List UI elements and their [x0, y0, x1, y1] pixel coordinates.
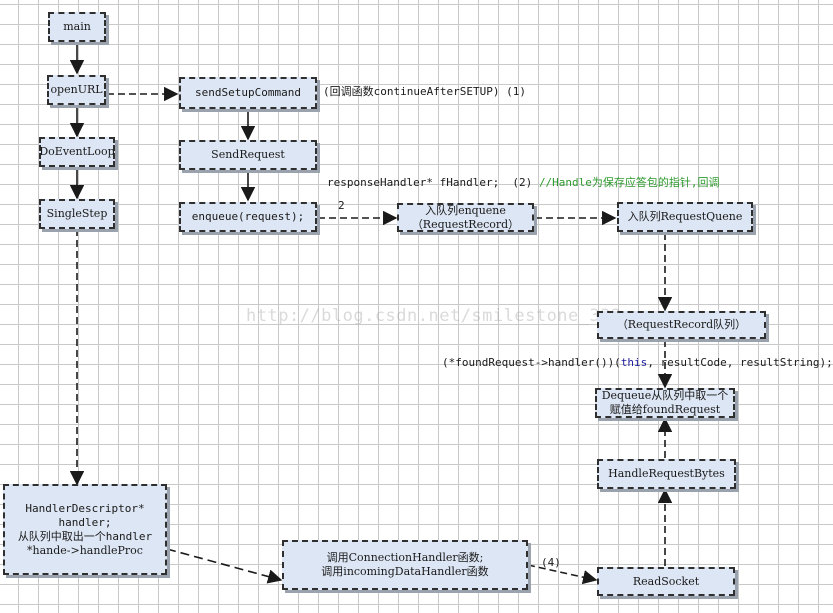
arrow-handler-to-connection — [166, 548, 283, 584]
singlestep-label: SingleStep — [46, 207, 108, 220]
read-socket-label: ReadSocket — [632, 574, 700, 588]
arrow-connection-to-readsocket — [527, 564, 598, 585]
request-queue-label: 入队列RequestQuene — [627, 210, 743, 223]
connection-handler-node: 调用ConnectionHandler函数; 调用incomingDataHan… — [282, 540, 528, 590]
enqueue-record-node: 入队列enquene （RequestRecord） — [397, 203, 534, 232]
request-record-queue-node: （RequestRecord队列） — [597, 311, 766, 339]
handler-descriptor-line-2: handler; — [58, 515, 112, 529]
found-request-prefix: (*foundRequest->handler())( — [442, 356, 621, 369]
step-four-label: (4) — [541, 556, 561, 570]
handle-request-bytes-label: HandleRequestBytes — [608, 467, 725, 480]
enqueue-label: enqueue(request); — [191, 210, 305, 223]
dequeue-node: Dequeue从队列中取一个 赋值给foundRequest — [595, 388, 735, 418]
response-handler-comment: //Handle为保存应答包的指针,回调 — [538, 176, 720, 189]
step-two-label: 2 — [338, 199, 345, 213]
handler-descriptor-line-3: 从队列中取出一个handler — [17, 529, 153, 543]
found-request-suffix: , resultCode, resultString); — [647, 356, 833, 369]
send-setup-command-node: sendSetupCommand — [179, 77, 317, 109]
callback-annotation: (回调函数continueAfterSETUP) (1) — [323, 85, 526, 99]
request-record-queue-label: （RequestRecord队列） — [616, 318, 747, 331]
handle-request-bytes-node: HandleRequestBytes — [597, 459, 736, 489]
main-node: main — [48, 12, 106, 42]
enqueue-record-line-1: 入队列enquene — [425, 203, 506, 217]
enqueue-node: enqueue(request); — [179, 202, 317, 232]
response-handler-code: responseHandler* fHandler; — [327, 176, 500, 189]
doeventloop-label: DoEventLoop — [39, 145, 115, 158]
connection-handler-line-1: 调用ConnectionHandler函数; — [326, 551, 484, 564]
found-request-annotation: (*foundRequest->handler())(this, resultC… — [442, 356, 833, 370]
watermark: http://blog.csdn.net/smilestone_322 — [246, 306, 622, 326]
response-handler-annotation: responseHandler* fHandler; (2) //Handle为… — [327, 176, 720, 190]
openurl-node: openURL — [47, 75, 106, 105]
singlestep-node: SingleStep — [39, 199, 115, 229]
connection-handler-line-2: 调用incomingDataHandler函数 — [321, 565, 489, 578]
openurl-label: openURL — [50, 83, 103, 96]
send-setup-command-label: sendSetupCommand — [195, 86, 301, 99]
response-handler-step: (2) — [499, 176, 539, 189]
doeventloop-node: DoEventLoop — [39, 137, 115, 167]
dequeue-line-2: 赋值给foundRequest — [609, 403, 721, 416]
handler-descriptor-line-4: *hande->handleProc — [27, 543, 143, 557]
step-four-text: (4) — [541, 556, 561, 569]
enqueue-record-line-2: （RequestRecord） — [411, 217, 520, 231]
main-label: main — [63, 20, 91, 33]
found-request-this: this — [620, 356, 648, 369]
request-queue-node: 入队列RequestQuene — [617, 202, 753, 232]
handler-descriptor-node: HandlerDescriptor* handler; 从队列中取出一个hand… — [3, 484, 167, 575]
step-two-text: 2 — [338, 199, 345, 212]
send-request-node: SendRequest — [179, 140, 317, 170]
dequeue-line-1: Dequeue从队列中取一个 — [601, 389, 729, 402]
handler-descriptor-line-1: HandlerDescriptor* — [25, 501, 145, 515]
send-request-label: SendRequest — [211, 148, 285, 161]
read-socket-node: ReadSocket — [597, 567, 735, 596]
callback-annotation-text: (回调函数continueAfterSETUP) (1) — [323, 85, 526, 98]
